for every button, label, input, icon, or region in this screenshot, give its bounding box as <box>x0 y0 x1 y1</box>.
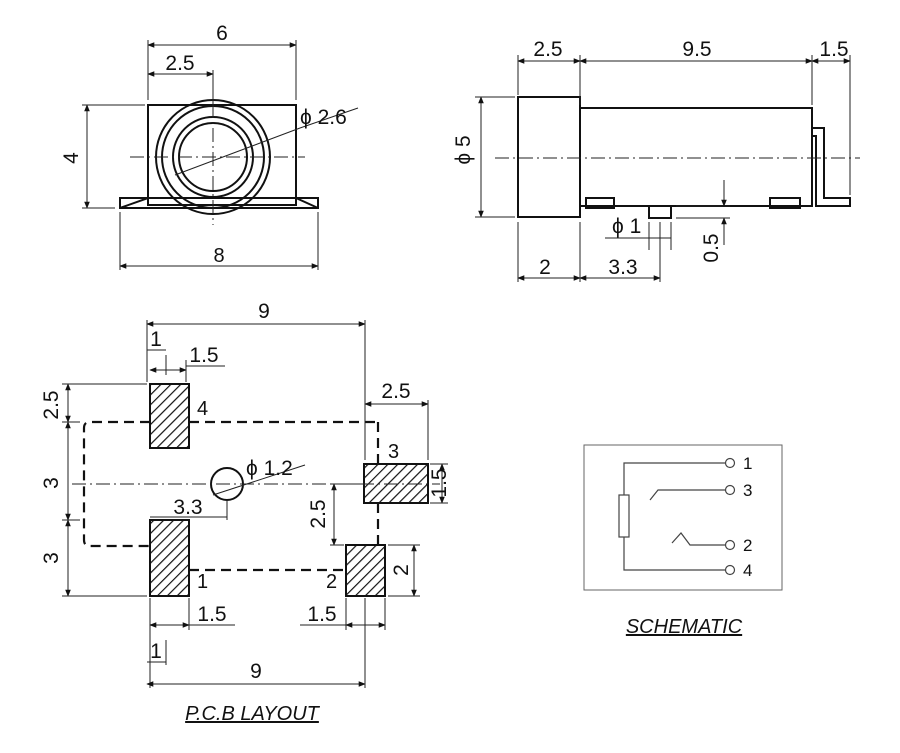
pcb-top-pad-off-label: 1 <box>150 328 162 351</box>
side-peg-dia-label: ϕ 1 <box>612 215 641 238</box>
sch-pin-2-label: 2 <box>743 536 752 555</box>
front-base-flange <box>119 197 319 209</box>
pin-4-label: 4 <box>197 398 208 420</box>
side-lead-len-label: 1.5 <box>819 38 848 61</box>
front-height-label: 4 <box>60 152 83 164</box>
sch-contact-1 <box>623 462 725 495</box>
pin-2-label: 2 <box>326 571 337 593</box>
pcb-left-mid-label: 3 <box>40 477 63 489</box>
schematic: 1 3 2 4 SCHEMATIC <box>583 444 783 638</box>
pcb-pad2-h-label: 2 <box>390 564 413 576</box>
pcb-bot-pad2-w-label: 1.5 <box>307 603 336 626</box>
sch-resistor <box>618 494 630 538</box>
pad-1 <box>149 519 190 597</box>
sch-contact-3 <box>649 489 725 501</box>
pcb-hole-dia-label: ϕ 1.2 <box>246 457 293 480</box>
side-peg-pos-label: 3.3 <box>608 256 637 279</box>
front-view: 6 2.5 ϕ 2.6 4 8 <box>60 22 359 270</box>
sch-pin-4-label: 4 <box>743 561 752 580</box>
side-body-dia-label: ϕ 5 <box>452 135 475 164</box>
side-cap-len-label: 2.5 <box>533 38 562 61</box>
front-offset-label: 2.5 <box>165 52 194 75</box>
sch-contact-4 <box>623 537 725 571</box>
pcb-layout: 4 3 1 2 ϕ 1.2 3.3 9 1 1.5 2.5 1.5 <box>40 300 451 725</box>
schematic-frame <box>583 444 783 591</box>
sch-pin-1-label: 1 <box>743 454 752 473</box>
pcb-pad3-drop-label: 2.5 <box>307 499 330 528</box>
front-base-plate <box>119 197 319 209</box>
side-tab-left <box>585 197 615 209</box>
pad-2 <box>345 544 386 597</box>
pcb-caption: P.C.B LAYOUT <box>185 703 321 725</box>
side-tab-right <box>769 197 801 209</box>
pcb-left-top-label: 2.5 <box>40 390 63 419</box>
side-peg <box>648 205 672 219</box>
pcb-left-bot-label: 3 <box>40 552 63 564</box>
pad-4 <box>149 383 190 449</box>
front-width-label: 6 <box>216 22 228 45</box>
side-body <box>579 107 813 207</box>
pcb-hole-pos-label: 3.3 <box>173 496 202 519</box>
front-footprint-label: 8 <box>213 245 224 267</box>
sch-contact-2 <box>671 532 725 546</box>
pcb-top-width-label: 9 <box>258 300 270 323</box>
side-peg-ht-label: 0.5 <box>700 233 723 262</box>
pcb-bot-pad-off-label: 1 <box>150 640 162 663</box>
side-cap <box>517 96 581 218</box>
front-body-outline <box>147 104 297 206</box>
side-front-gap-label: 2 <box>539 256 551 279</box>
sch-pin-3-label: 3 <box>743 481 752 500</box>
side-view: 2.5 9.5 1.5 ϕ 5 ϕ 1 0.5 2 3.3 <box>452 38 860 282</box>
pcb-right-pad-h-label: 1.5 <box>428 468 451 497</box>
pcb-bot-pad1-w-label: 1.5 <box>197 603 226 626</box>
pcb-outline-left <box>82 420 150 548</box>
pcb-right-pad-off-label: 2.5 <box>381 380 410 403</box>
pcb-top-pad-w-label: 1.5 <box>189 344 218 367</box>
pin-1-label: 1 <box>197 571 208 593</box>
front-hole-dia-label: ϕ 2.6 <box>300 106 347 129</box>
side-body-len-label: 9.5 <box>682 38 711 61</box>
pcb-bottom-width-label: 9 <box>250 660 262 683</box>
side-lead <box>812 127 851 207</box>
schematic-caption: SCHEMATIC <box>626 616 743 638</box>
pin-3-label: 3 <box>388 441 399 463</box>
